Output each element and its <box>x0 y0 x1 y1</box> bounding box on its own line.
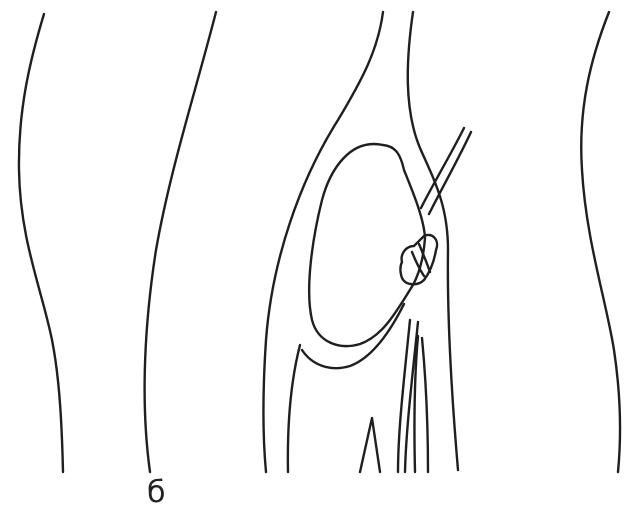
panel-label: б <box>147 478 166 508</box>
catheter-tip <box>401 235 438 284</box>
left-body-outline <box>19 14 63 472</box>
right-body-outline <box>581 12 620 472</box>
catheter-line-outer <box>429 132 471 214</box>
inverted-v-mark <box>360 418 380 472</box>
vessel-loop <box>309 144 425 346</box>
vessel-outer-left-wall <box>263 12 383 472</box>
catheter-line-inner <box>421 128 464 208</box>
tube-1 <box>398 320 410 472</box>
loop-inner-return <box>302 304 404 368</box>
vessel-inner-left-wall <box>288 345 300 472</box>
second-body-outline <box>145 12 216 472</box>
tube-3 <box>422 338 428 472</box>
